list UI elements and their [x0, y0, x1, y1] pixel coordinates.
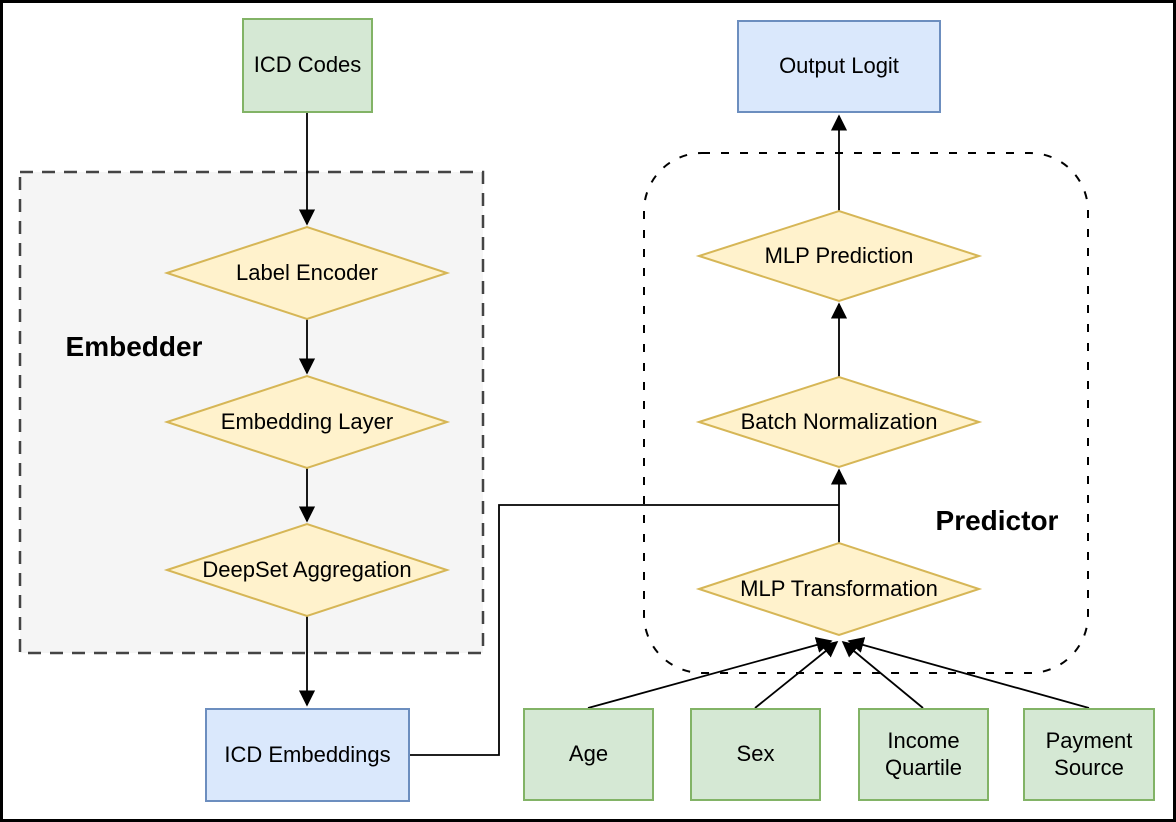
- edge-icd-embeddings-to-batch-normalization: [410, 504, 839, 756]
- node-icd-codes-label: ICD Codes: [253, 52, 362, 78]
- embedding-layer-diamond: [163, 374, 451, 470]
- node-icd-codes: ICD Codes: [242, 18, 373, 113]
- label-encoder-diamond: [163, 225, 451, 321]
- edge-payment-source-to-mlp-transformation: [847, 637, 1090, 709]
- deepset-aggregation-diamond: [163, 522, 451, 618]
- node-income-quartile: Income Quartile: [858, 708, 989, 801]
- node-icd-embeddings-label: ICD Embeddings: [224, 741, 391, 767]
- node-sex-label: Sex: [736, 741, 775, 767]
- edge-income-quartile-to-mlp-transformation: [841, 640, 924, 709]
- node-output-logit: Output Logit: [737, 20, 941, 113]
- node-payment-source-label: Payment Source: [1045, 728, 1133, 780]
- batch-normalization-diamond: [695, 375, 983, 469]
- node-payment-source: Payment Source: [1023, 708, 1155, 801]
- embedder-group-label: Embedder: [65, 331, 203, 362]
- node-income-quartile-label: Income Quartile: [884, 728, 963, 780]
- edge-age-to-mlp-transformation: [587, 637, 833, 709]
- mlp-transformation-diamond: [695, 541, 983, 637]
- node-sex: Sex: [690, 708, 821, 801]
- node-age: Age: [523, 708, 654, 801]
- node-icd-embeddings: ICD Embeddings: [205, 708, 410, 802]
- mlp-prediction-diamond: [695, 209, 983, 303]
- node-age-label: Age: [568, 741, 609, 767]
- predictor-group-label: Predictor: [935, 505, 1059, 536]
- edge-sex-to-mlp-transformation: [754, 640, 839, 709]
- node-output-logit-label: Output Logit: [779, 53, 899, 79]
